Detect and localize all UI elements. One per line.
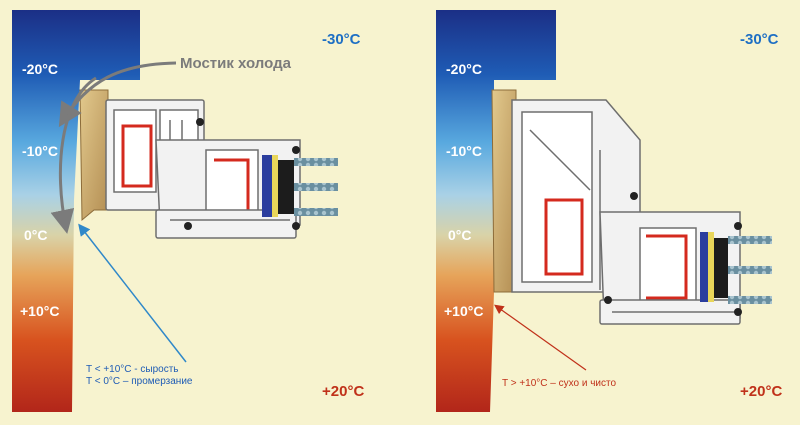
right-temp-minus10: -10°C: [446, 143, 482, 159]
left-temp-plus10: +10°C: [20, 303, 59, 319]
cold-bridge-label: Мостик холода: [180, 55, 292, 72]
left-temp-minus20: -20°C: [22, 61, 58, 77]
right-window-profile: [511, 99, 741, 325]
left-temp-minus10: -10°C: [22, 143, 58, 159]
left-gaskets: [184, 118, 300, 230]
right-temp-zero: 0°C: [448, 227, 472, 243]
left-outside-temp: -30°C: [322, 31, 361, 48]
right-temp-plus10: +10°C: [444, 303, 483, 319]
right-note-arrow: [494, 304, 587, 371]
left-note-line2: T < 0°C – промерзание: [86, 376, 193, 387]
right-wall: [436, 10, 556, 412]
right-glass-unit: [700, 232, 772, 304]
cold-bridge-flow-arrow: [50, 76, 97, 234]
right-gaskets: [604, 192, 742, 316]
left-inside-temp: +20°C: [322, 383, 364, 400]
left-insulation: [79, 89, 109, 222]
left-glass-unit: [262, 155, 338, 217]
right-outside-temp: -30°C: [740, 31, 779, 48]
right-note-line1: T > +10°C – сухо и чисто: [502, 378, 616, 389]
left-note-arrow: [78, 223, 187, 363]
left-note-line1: T < +10°C - сырость: [86, 364, 179, 375]
left-panel: -20°C -10°C 0°C +10°C -30°C +20°C Мостик…: [12, 10, 364, 412]
right-temp-minus20: -20°C: [446, 61, 482, 77]
left-temp-zero: 0°C: [24, 227, 48, 243]
left-wall: [12, 10, 140, 412]
right-inside-temp: +20°C: [740, 383, 782, 400]
right-panel: -20°C -10°C 0°C +10°C -30°C +20°C T > +1…: [436, 10, 782, 412]
